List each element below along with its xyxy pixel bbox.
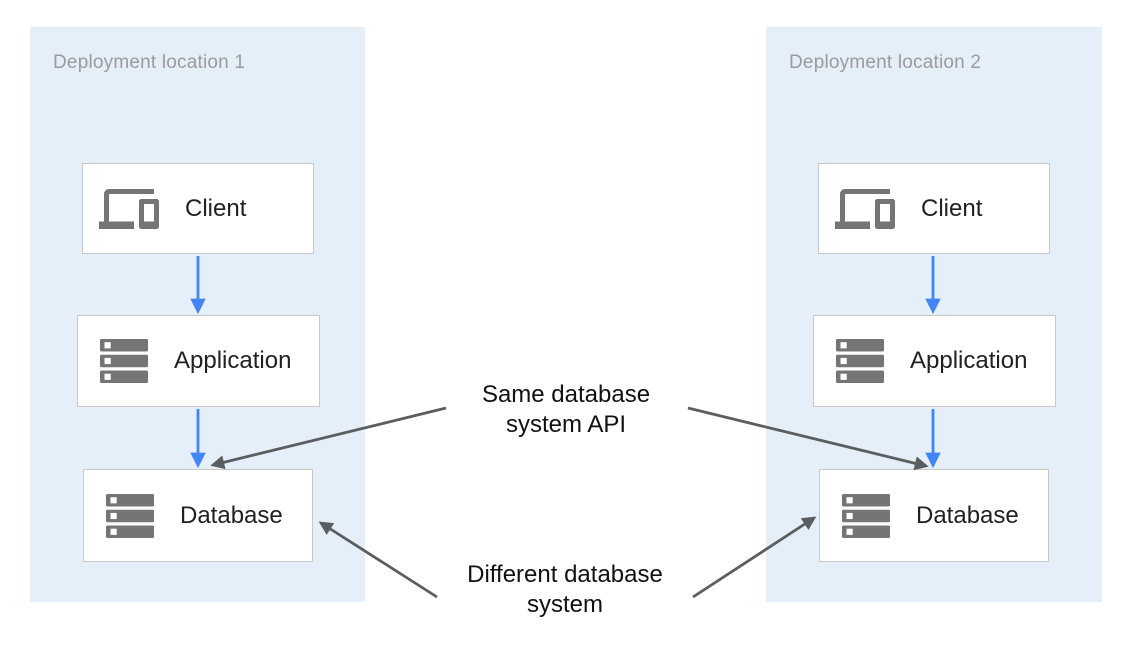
- storage-icon: [836, 339, 884, 383]
- node-label: Database: [916, 501, 1019, 529]
- node-label: Application: [910, 347, 1028, 374]
- annotation-different-database-system: Different database system: [455, 560, 675, 620]
- annotation-line: Same database: [481, 381, 651, 408]
- node-label: Client: [921, 194, 983, 222]
- annotation-line: system: [526, 591, 603, 618]
- node-application-zone1: Application: [77, 315, 320, 407]
- annotation-line: Different database: [467, 561, 663, 588]
- storage-icon: [842, 493, 890, 538]
- zone-title: Deployment location 1: [53, 52, 246, 73]
- node-database-zone2: Database: [819, 469, 1049, 562]
- zone-title: Deployment location 2: [789, 52, 982, 73]
- node-database-zone1: Database: [83, 469, 313, 562]
- annotation-line: system API: [505, 411, 627, 438]
- storage-icon: [100, 339, 148, 383]
- devices-icon: [99, 184, 159, 234]
- node-application-zone2: Application: [813, 315, 1056, 407]
- storage-icon: [106, 493, 154, 538]
- devices-icon: [835, 184, 895, 234]
- annotation-same-database-api: Same database system API: [456, 380, 676, 440]
- node-label: Client: [185, 194, 247, 222]
- node-label: Database: [180, 501, 283, 529]
- node-label: Application: [174, 347, 292, 374]
- node-client-zone1: Client: [82, 163, 314, 254]
- node-client-zone2: Client: [818, 163, 1050, 254]
